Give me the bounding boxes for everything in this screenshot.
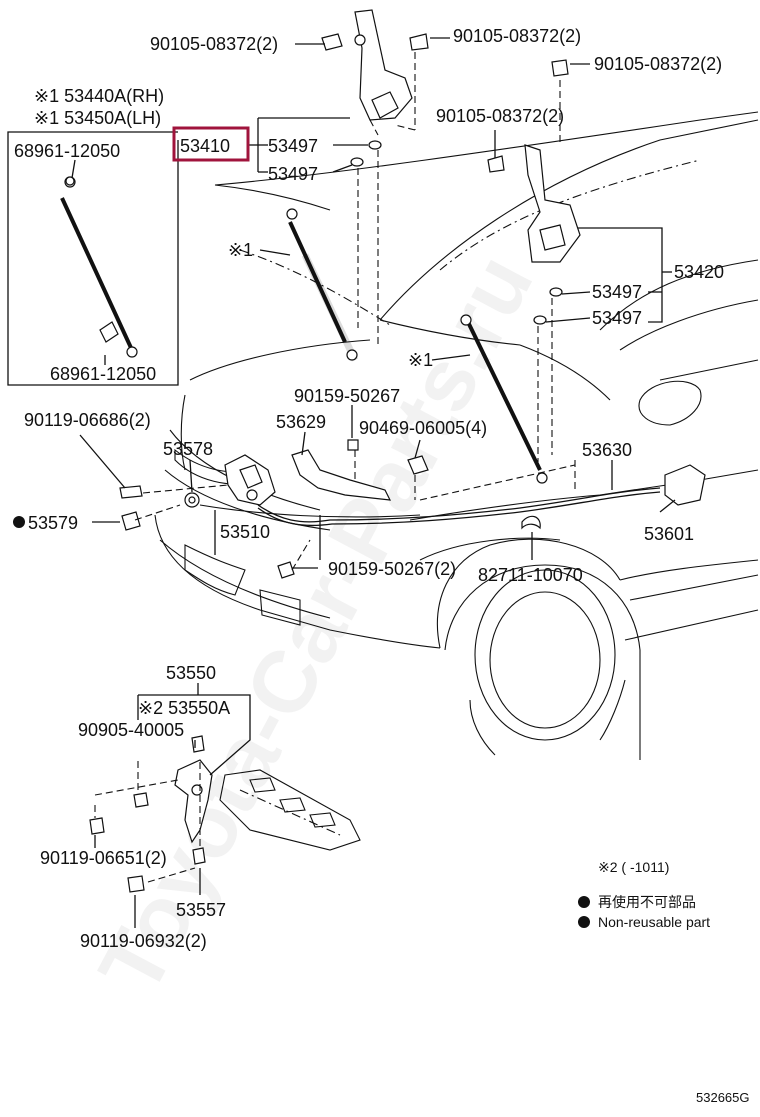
- non-reusable-marker-icon: [13, 516, 25, 528]
- hood-lock-lower: [89, 735, 213, 893]
- legend-note: ※2 ( -1011): [598, 859, 669, 875]
- label-x1-left[interactable]: ※1: [228, 240, 253, 260]
- label-90469[interactable]: 90469-06005(4): [359, 418, 487, 438]
- hood-support-strut-rh: [460, 314, 548, 484]
- label-90119-06932[interactable]: 90119-06932(2): [80, 931, 207, 951]
- hood-lock-control-lever-sub: [664, 464, 706, 506]
- guide-lines: [94, 52, 576, 883]
- part-number-labels[interactable]: ※1 53440A(RH) ※1 53450A(LH) 68961-12050 …: [13, 26, 724, 951]
- hood-lock-assembly: [224, 454, 276, 506]
- label-53497-b[interactable]: 53497: [268, 164, 318, 184]
- label-68961-bottom[interactable]: 68961-12050: [50, 364, 156, 384]
- label-53410[interactable]: 53410: [180, 136, 230, 156]
- label-90105-a[interactable]: 90105-08372(2): [150, 34, 278, 54]
- legend-jp: 再使用不可部品: [598, 894, 696, 910]
- label-82711[interactable]: 82711-10070: [478, 565, 583, 585]
- label-53497-c[interactable]: 53497: [592, 282, 642, 302]
- label-53579[interactable]: 53579: [28, 513, 78, 533]
- label-53510[interactable]: 53510: [220, 522, 270, 542]
- label-53450a[interactable]: ※1 53450A(LH): [34, 108, 161, 128]
- label-53497-d[interactable]: 53497: [592, 308, 642, 328]
- label-53550a[interactable]: ※2 53550A: [138, 698, 230, 718]
- label-53630[interactable]: 53630: [582, 440, 632, 460]
- legend-dot-icon: [578, 916, 590, 928]
- release-cable: [257, 487, 661, 523]
- label-x1-mid[interactable]: ※1: [408, 350, 433, 370]
- label-90119-06686[interactable]: 90119-06686(2): [24, 410, 151, 430]
- legend-en: Non-reusable part: [598, 914, 710, 930]
- hood-support-detail: [60, 176, 138, 358]
- label-90105-b[interactable]: 90105-08372(2): [453, 26, 581, 46]
- label-90105-d[interactable]: 90105-08372(2): [436, 106, 564, 126]
- label-53550[interactable]: 53550: [166, 663, 216, 683]
- vehicle-body-outline: [154, 111, 759, 760]
- label-53420[interactable]: 53420: [674, 262, 724, 282]
- label-90159-top[interactable]: 90159-50267: [294, 386, 400, 406]
- highlight-box: [172, 126, 250, 162]
- figure-code: 532665G: [696, 1090, 750, 1105]
- hood-hinge-rh: [524, 144, 581, 263]
- label-90105-c[interactable]: 90105-08372(2): [594, 54, 722, 74]
- hood-support-strut-lh: [286, 208, 359, 362]
- hood-hinge-lh: [354, 9, 413, 136]
- leader-lines: [7, 37, 676, 928]
- radiator-support-lower: [219, 769, 361, 851]
- label-68961-top[interactable]: 68961-12050: [14, 141, 120, 161]
- legend: ※2 ( -1011) 再使用不可部品 Non-reusable part: [578, 859, 710, 930]
- label-53601[interactable]: 53601: [644, 524, 694, 544]
- label-53557[interactable]: 53557: [176, 900, 226, 920]
- label-90905[interactable]: 90905-40005: [78, 720, 184, 740]
- label-90119-06651[interactable]: 90119-06651(2): [40, 848, 167, 868]
- label-53440a[interactable]: ※1 53440A(RH): [34, 86, 164, 106]
- label-53497-a[interactable]: 53497: [268, 136, 318, 156]
- label-53578[interactable]: 53578: [163, 439, 213, 459]
- label-90159-bottom[interactable]: 90159-50267(2): [328, 559, 456, 579]
- watermark: Toyota-Car-Parts.ru: [79, 239, 551, 1009]
- hood-lock-control-lever: [291, 449, 392, 501]
- legend-dot-icon: [578, 896, 590, 908]
- label-53629[interactable]: 53629: [276, 412, 326, 432]
- small-parts: [65, 33, 569, 579]
